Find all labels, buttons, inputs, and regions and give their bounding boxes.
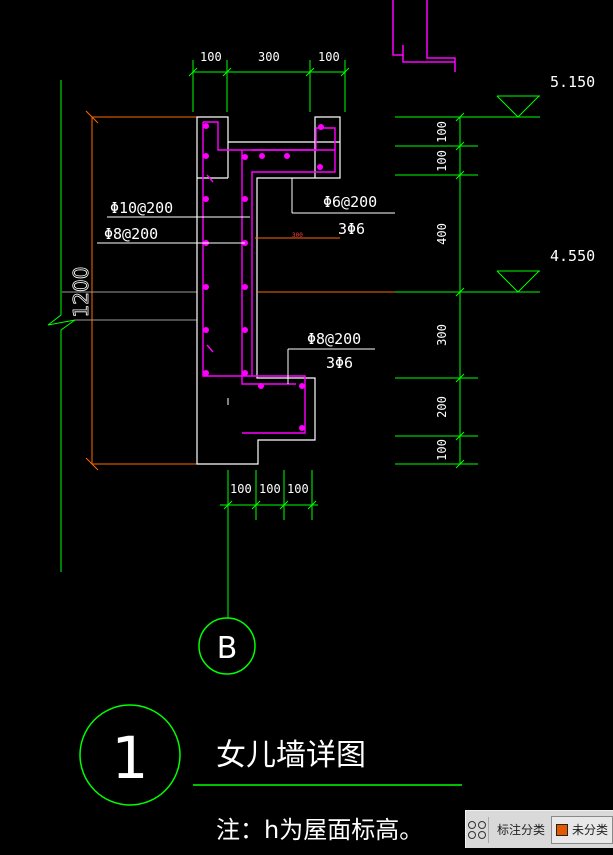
dim-bottom-1: 100 bbox=[230, 482, 252, 496]
annotation-category-label: 标注分类 bbox=[496, 823, 545, 837]
grid-icon[interactable] bbox=[466, 811, 488, 848]
left-break-line bbox=[47, 80, 76, 572]
overall-height-dimension bbox=[85, 110, 198, 471]
rebar-leaders bbox=[97, 178, 395, 384]
rebar-label-upper-2: 3Φ6 bbox=[338, 220, 365, 238]
dim-top-3: 100 bbox=[318, 50, 340, 64]
annotation-toolbar: 标注分类 未分类 bbox=[465, 810, 613, 848]
dim-right-4: 300 bbox=[435, 324, 449, 346]
dim-right-1: 100 bbox=[435, 121, 449, 143]
parapet-section-outline bbox=[196, 116, 341, 465]
dim-bottom-2: 100 bbox=[259, 482, 281, 496]
internal-dim-label: 300 bbox=[292, 232, 303, 239]
rebar-cage bbox=[202, 121, 336, 434]
rebar-label-upper-1: Φ6@200 bbox=[323, 193, 377, 211]
top-dimension-chain bbox=[188, 60, 350, 112]
elevation-label-1: 5.150 bbox=[550, 73, 595, 91]
upper-wall-outline bbox=[392, 0, 456, 72]
dim-right-3: 400 bbox=[435, 223, 449, 245]
uncategorized-button-label: 未分类 bbox=[571, 823, 608, 837]
axis-label: B bbox=[217, 631, 238, 666]
rebar-label-lower-2: 3Φ6 bbox=[326, 354, 353, 372]
right-dimension-chain bbox=[395, 95, 540, 469]
dim-bottom-3: 100 bbox=[287, 482, 309, 496]
detail-number-bubble bbox=[79, 704, 181, 806]
rebar-label-left-2: Φ8@200 bbox=[104, 225, 158, 243]
bottom-dimension-chain bbox=[220, 470, 318, 618]
detail-title: 女儿墙详图 bbox=[216, 738, 366, 773]
toolbar-separator bbox=[488, 816, 489, 843]
dim-right-6: 100 bbox=[435, 439, 449, 461]
rebar-label-left-1: Φ10@200 bbox=[110, 199, 173, 217]
reference-lines bbox=[62, 291, 197, 321]
rebar-dots bbox=[203, 123, 324, 431]
dim-right-2: 100 bbox=[435, 150, 449, 172]
detail-note: 注：h为屋面标高。 bbox=[216, 816, 423, 844]
axis-bubble bbox=[198, 617, 256, 675]
dim-right-5: 200 bbox=[435, 396, 449, 418]
color-swatch-icon bbox=[555, 823, 568, 836]
dim-top-2: 300 bbox=[258, 50, 280, 64]
detail-number: 1 bbox=[112, 724, 149, 792]
rebar-label-lower-1: Φ8@200 bbox=[307, 330, 361, 348]
dim-top-1: 100 bbox=[200, 50, 222, 64]
uncategorized-button[interactable]: 未分类 bbox=[550, 815, 613, 844]
elevation-label-2: 4.550 bbox=[550, 247, 595, 265]
